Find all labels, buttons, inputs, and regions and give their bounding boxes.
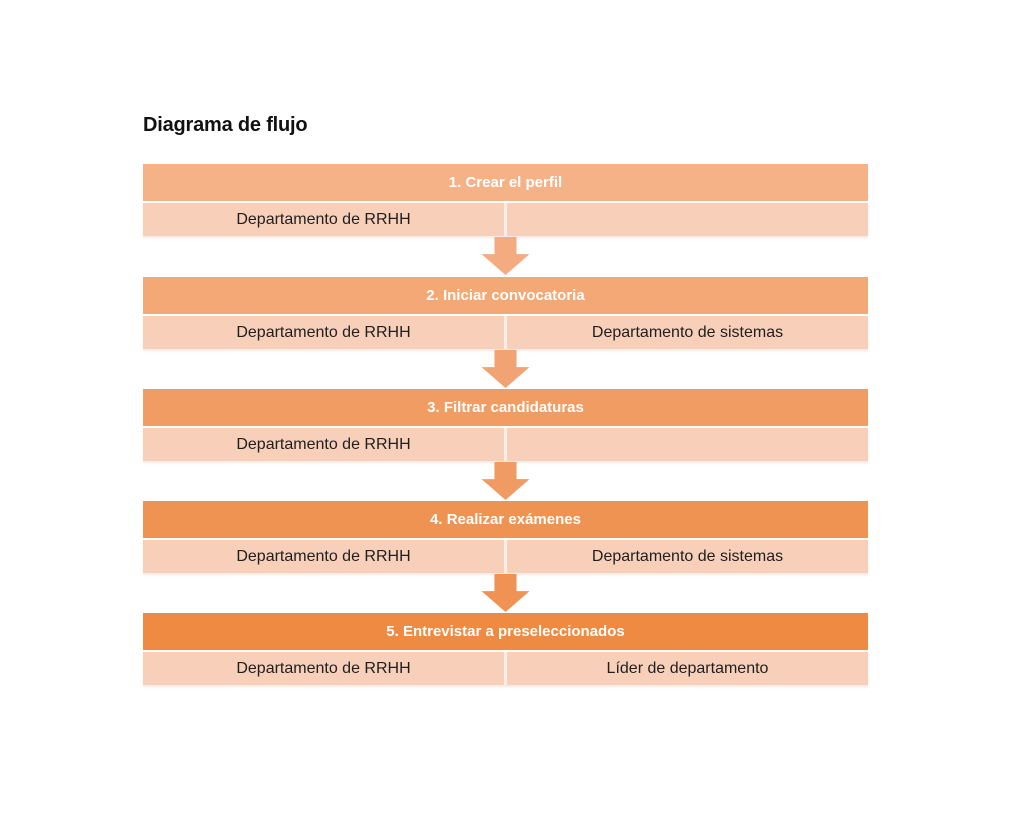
down-arrow-icon xyxy=(481,237,530,275)
step-4-subrow: Departamento de RRHH Departamento de sis… xyxy=(143,540,868,573)
step-3-header: 3. Filtrar candidaturas xyxy=(143,389,868,426)
step-1-cell-left: Departamento de RRHH xyxy=(143,203,504,236)
step-3-cell-left: Departamento de RRHH xyxy=(143,428,504,461)
step-5: 5. Entrevistar a preseleccionados Depart… xyxy=(143,613,868,685)
step-5-cell-right: Líder de departamento xyxy=(507,652,868,685)
page-title: Diagrama de flujo xyxy=(143,114,308,136)
step-5-cell-left: Departamento de RRHH xyxy=(143,652,504,685)
step-4-cell-left: Departamento de RRHH xyxy=(143,540,504,573)
step-3-cell-right xyxy=(507,428,868,461)
step-2-cell-left: Departamento de RRHH xyxy=(143,316,504,349)
step-4: 4. Realizar exámenes Departamento de RRH… xyxy=(143,501,868,573)
step-1-cell-right xyxy=(507,203,868,236)
down-arrow-icon xyxy=(481,350,530,388)
step-2-cell-right: Departamento de sistemas xyxy=(507,316,868,349)
down-arrow-icon xyxy=(481,462,530,500)
step-5-header: 5. Entrevistar a preseleccionados xyxy=(143,613,868,650)
step-1-subrow: Departamento de RRHH xyxy=(143,203,868,236)
step-1-header: 1. Crear el perfil xyxy=(143,164,868,201)
flow-diagram: 1. Crear el perfil Departamento de RRHH … xyxy=(143,164,868,685)
step-2-subrow: Departamento de RRHH Departamento de sis… xyxy=(143,316,868,349)
step-4-header: 4. Realizar exámenes xyxy=(143,501,868,538)
step-4-cell-right: Departamento de sistemas xyxy=(507,540,868,573)
down-arrow-icon xyxy=(481,574,530,612)
step-3: 3. Filtrar candidaturas Departamento de … xyxy=(143,389,868,461)
step-1: 1. Crear el perfil Departamento de RRHH xyxy=(143,164,868,236)
step-2: 2. Iniciar convocatoria Departamento de … xyxy=(143,277,868,349)
step-3-subrow: Departamento de RRHH xyxy=(143,428,868,461)
step-2-header: 2. Iniciar convocatoria xyxy=(143,277,868,314)
step-5-subrow: Departamento de RRHH Líder de departamen… xyxy=(143,652,868,685)
